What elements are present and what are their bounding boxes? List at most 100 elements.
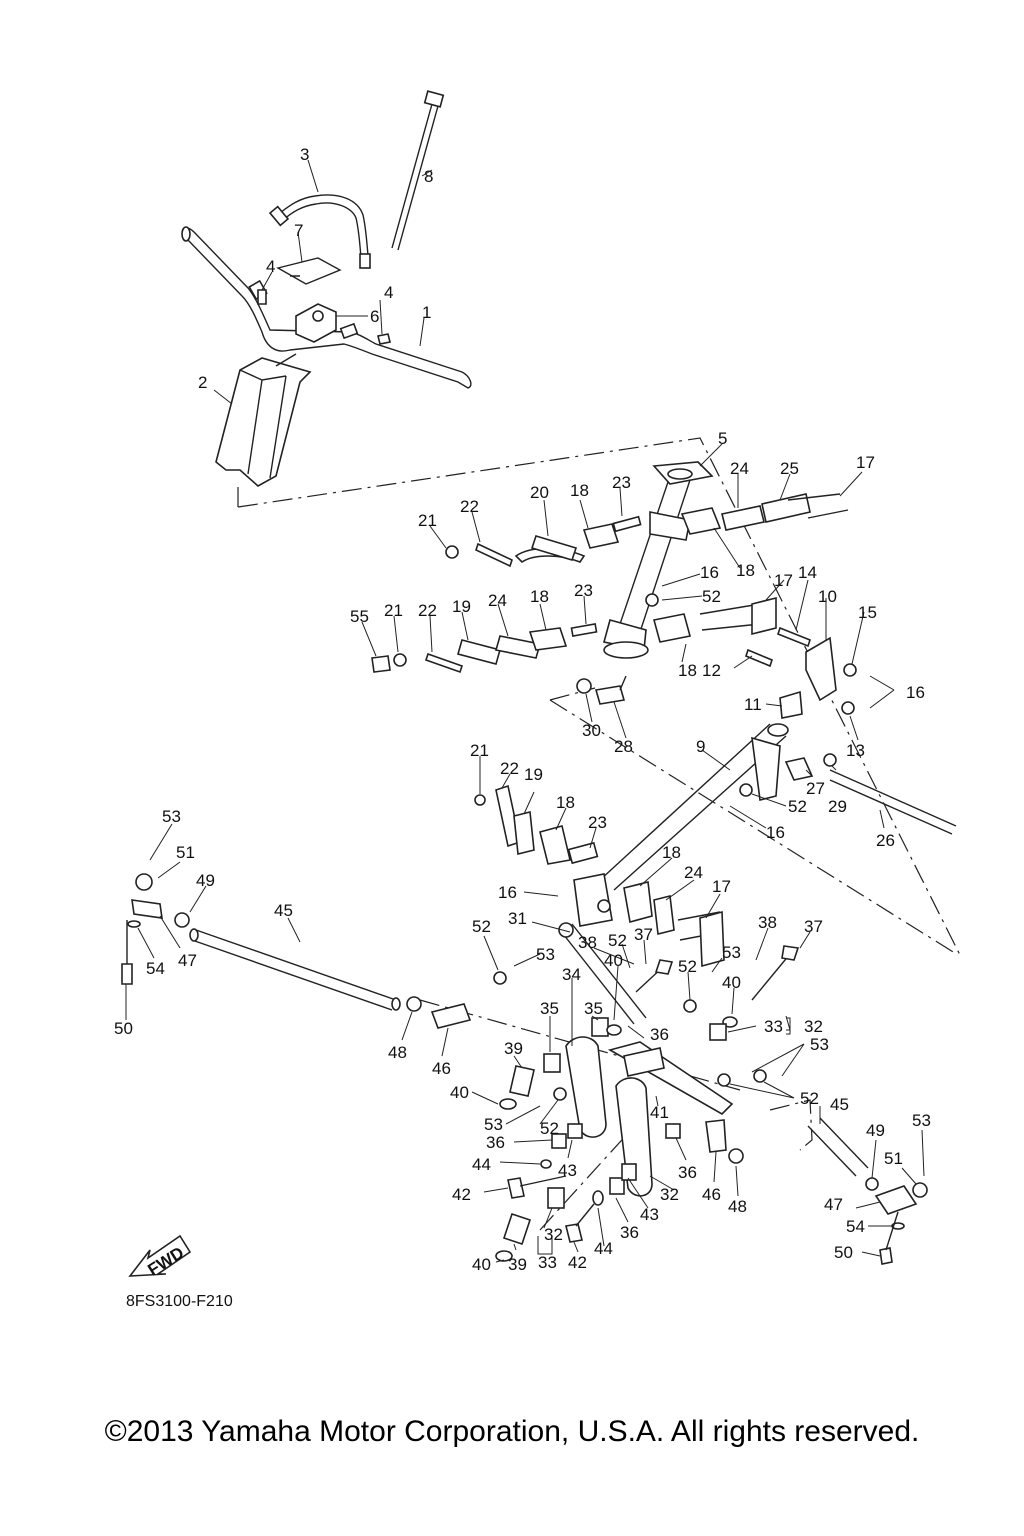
part-label: 29: [828, 797, 847, 816]
part-label: 21: [418, 511, 437, 530]
tie-rod-26: [829, 769, 957, 835]
part-label: 37: [804, 917, 823, 936]
part-label: 32: [544, 1225, 563, 1244]
nut-48-right: [728, 1148, 744, 1164]
ball-joint-46-right: [705, 1119, 727, 1153]
nut-48-left: [406, 996, 422, 1012]
part-label: 18: [736, 561, 755, 580]
part-label: 49: [866, 1121, 885, 1140]
nut-21-low: [474, 794, 486, 806]
bolt-12: [745, 648, 773, 668]
part-label: 46: [702, 1185, 721, 1204]
part-label: 38: [578, 933, 597, 952]
part-label: 20: [530, 483, 549, 502]
handlebar: [181, 227, 472, 389]
arm-32-left: [565, 1036, 607, 1138]
washer-40-a: [499, 1098, 517, 1110]
part-label: 36: [620, 1223, 639, 1242]
part-label: 23: [612, 473, 631, 492]
part-label: 45: [274, 901, 293, 920]
part-label: 48: [388, 1043, 407, 1062]
part-label: 28: [614, 737, 633, 756]
nut-15: [843, 663, 857, 677]
part-label: 18: [678, 661, 697, 680]
nut-51-right: [912, 1182, 928, 1198]
part-label: 49: [196, 871, 215, 890]
nut-52-lower-e: [597, 899, 611, 913]
part-label: 55: [350, 607, 369, 626]
holder-18-mid-left: [528, 627, 568, 651]
bracket-10: [805, 636, 837, 702]
part-label: 44: [472, 1155, 491, 1174]
part-label: 36: [678, 1163, 697, 1182]
holder-18-top-right: [680, 507, 722, 535]
part-label: 19: [452, 597, 471, 616]
part-label: 1: [422, 303, 431, 322]
part-label: 9: [696, 737, 705, 756]
part-label: 35: [540, 999, 559, 1018]
part-label: 17: [774, 571, 793, 590]
part-label: 23: [588, 813, 607, 832]
nut-52-shaft: [739, 783, 753, 797]
part-label: 5: [718, 429, 727, 448]
part-label: 18: [570, 481, 589, 500]
plate-24-mid: [494, 635, 542, 659]
bolt-37-b: [751, 953, 791, 1001]
tie-rod-45-right: [807, 1117, 869, 1177]
bolt-50-left: [121, 963, 133, 985]
part-label: 53: [912, 1111, 931, 1130]
part-label: 52: [788, 797, 807, 816]
part-label: 52: [800, 1089, 819, 1108]
part-label: 13: [846, 741, 865, 760]
part-label: 18: [556, 793, 575, 812]
part-label: 42: [452, 1185, 471, 1204]
part-label: 52: [472, 917, 491, 936]
part-label: 52: [540, 1119, 559, 1138]
right-tie-rod-assembly: [807, 1117, 928, 1265]
bolt-17-mid-a: [699, 603, 761, 615]
nut-52-lower-d: [753, 1069, 767, 1083]
part-label: 44: [594, 1239, 613, 1258]
collar-33-a: [547, 1187, 565, 1209]
part-label: 21: [470, 741, 489, 760]
part-label: 2: [198, 373, 207, 392]
bolt-50-right: [879, 1247, 893, 1265]
leader-lines: [125, 159, 925, 1263]
part-label: 46: [432, 1059, 451, 1078]
part-label: 22: [418, 601, 437, 620]
collar-43-a: [567, 1123, 583, 1139]
nut-29: [823, 753, 837, 767]
part-label: 51: [176, 843, 195, 862]
long-bolt-head: [423, 90, 445, 108]
left-tie-rod-assembly: [121, 873, 507, 1029]
bolt-left: [257, 289, 267, 305]
collar-35-a: [543, 1053, 561, 1073]
part-label: 41: [650, 1103, 669, 1122]
part-label: 12: [702, 661, 721, 680]
part-label: 16: [766, 823, 785, 842]
bolt-17-top-a: [787, 493, 841, 501]
holder-18-low: [539, 825, 571, 865]
nut-52-mid: [645, 593, 659, 607]
ball-joint-46-left: [430, 1003, 472, 1029]
washer-44-b: [592, 1190, 604, 1206]
part-label: 8: [424, 167, 433, 186]
part-label: 42: [568, 1253, 587, 1272]
part-label: 47: [178, 951, 197, 970]
part-label: 4: [266, 257, 275, 276]
tie-rod-45-left: [191, 929, 397, 1011]
part-label: 50: [834, 1243, 853, 1262]
throttle-cable-inner: [281, 202, 362, 259]
holder-18-low-right: [623, 881, 653, 924]
part-label: 14: [798, 563, 817, 582]
cable-end-bottom: [359, 253, 371, 269]
plate-19-low: [513, 811, 535, 855]
column-bottom-flange: [603, 641, 649, 659]
nut-52-left: [493, 971, 507, 985]
collar-23-top: [612, 515, 642, 533]
part-label: 54: [846, 1217, 865, 1236]
part-label: 16: [906, 683, 925, 702]
cable-end-top: [268, 205, 290, 227]
part-label: 47: [824, 1195, 843, 1214]
